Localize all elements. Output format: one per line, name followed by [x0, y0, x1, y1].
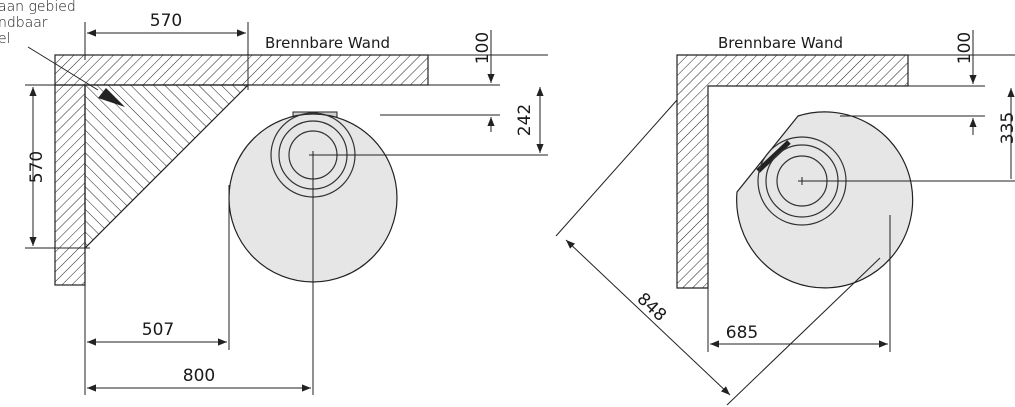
- stove-body: [736, 111, 914, 289]
- dim-800: 800: [183, 366, 215, 386]
- ext-diag-corner: [555, 99, 678, 237]
- note-line-3: el: [0, 31, 11, 47]
- stove-door-panel: [756, 140, 791, 173]
- dim-335: 335: [998, 112, 1015, 144]
- dim-100-left: 100: [473, 32, 493, 64]
- left-top-wall: [54, 54, 429, 86]
- dim-507: 507: [142, 320, 174, 340]
- dim-top-570: 570: [150, 11, 182, 31]
- left-side-wall: [54, 84, 86, 286]
- protected-zone-hatch: [84, 84, 250, 250]
- right-stove: [736, 111, 914, 289]
- note-arrow: [27, 46, 99, 91]
- right-wall-label: Brennbare Wand: [718, 34, 843, 52]
- dim-100-right: 100: [955, 32, 975, 64]
- note-line-1: aan gebied: [0, 0, 76, 15]
- dim-848-line: [565, 239, 731, 396]
- right-diagram: Brennbare Wand 100 335 848: [555, 30, 1015, 406]
- note-line-2: ndbaar: [0, 15, 48, 31]
- dim-685: 685: [726, 323, 758, 343]
- left-wall-label: Brennbare Wand: [265, 34, 390, 52]
- dim-848: 848: [633, 289, 670, 326]
- note-arrowhead: [98, 88, 125, 107]
- ext-diag-stove: [726, 257, 881, 406]
- dim-242: 242: [515, 104, 535, 136]
- dim-left-570: 570: [27, 151, 47, 183]
- left-diagram: aan gebied ndbaar el Brennbare Wand 570 …: [0, 0, 548, 395]
